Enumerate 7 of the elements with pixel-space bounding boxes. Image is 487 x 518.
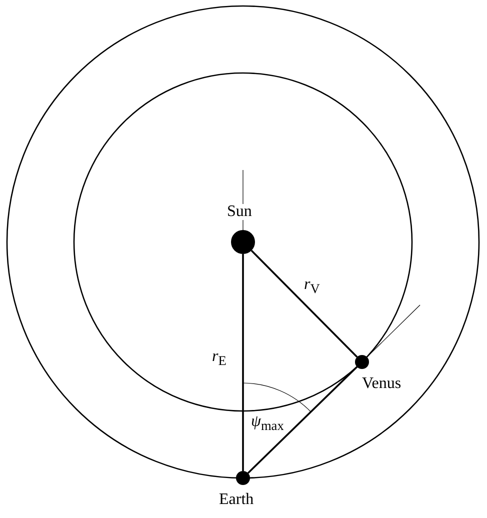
- planet-label: Sun: [226, 204, 253, 220]
- edge-label: r$_{V}$: [304, 277, 320, 296]
- sight-line: [247, 366, 358, 474]
- edge-label: r$_{E}$: [212, 349, 226, 368]
- radius-line: [250, 250, 358, 358]
- angle-label: ψ$_{max}$: [251, 414, 284, 433]
- radius-line: [242, 254, 244, 471]
